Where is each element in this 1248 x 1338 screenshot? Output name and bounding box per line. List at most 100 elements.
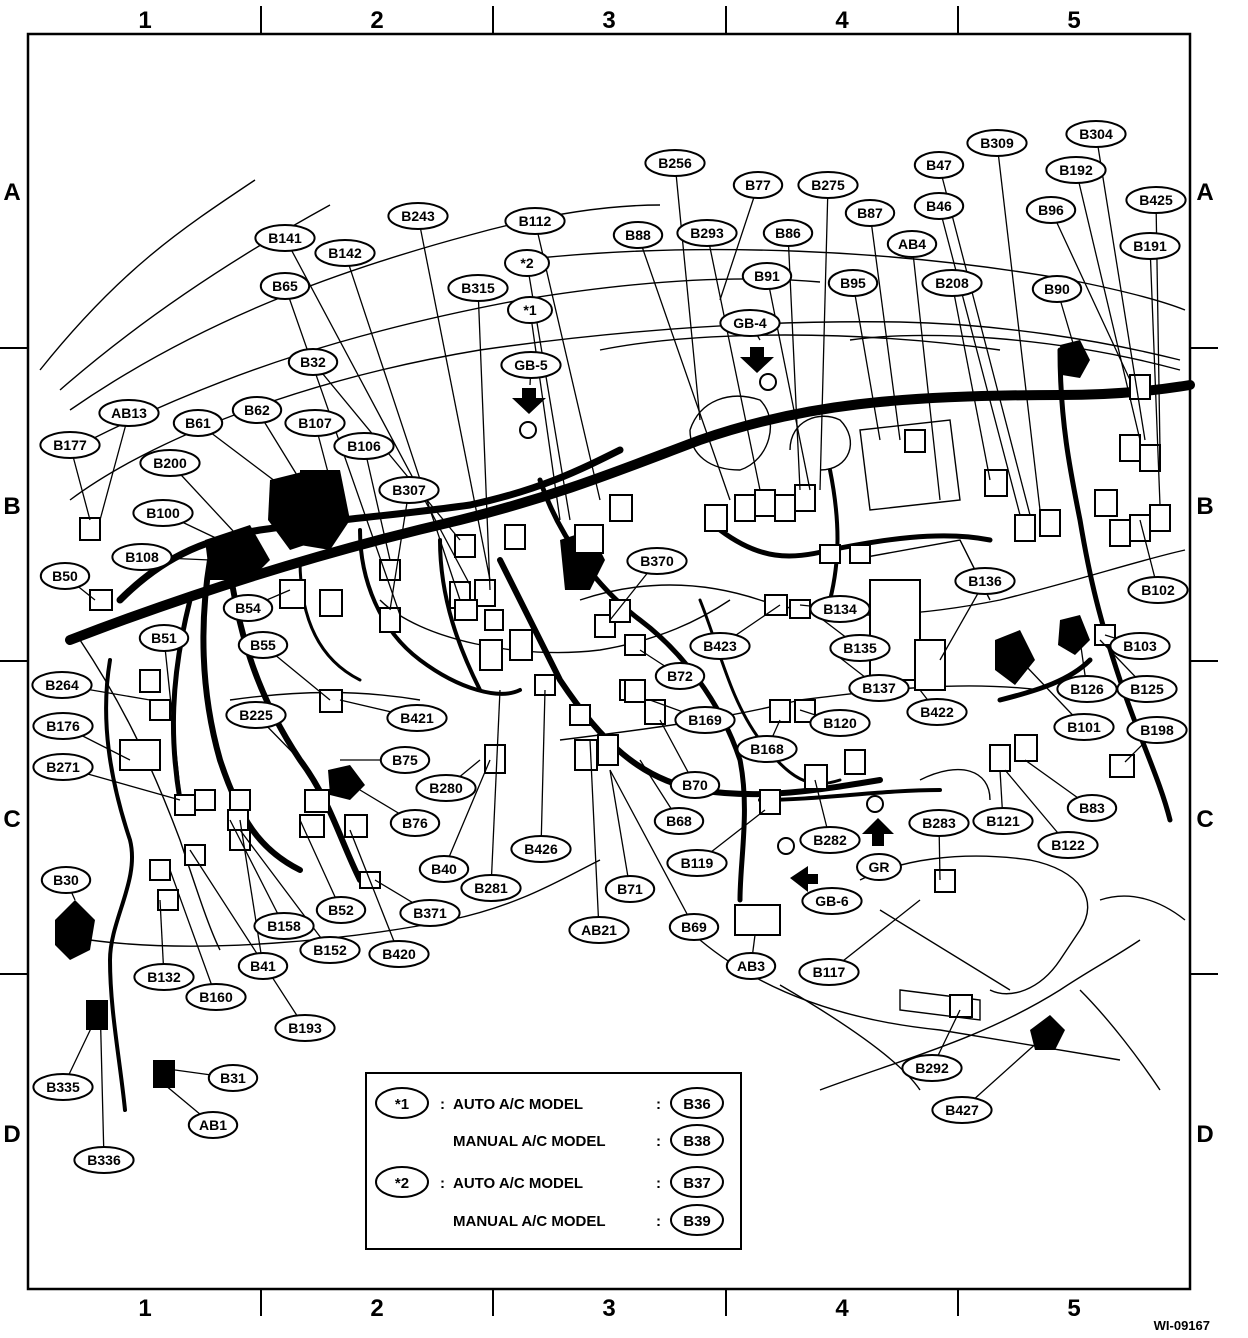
callout-b158: B158	[253, 912, 315, 940]
callout-oval-b100	[132, 499, 194, 527]
row-label-right-A: A	[1196, 179, 1213, 206]
callout-oval-b112	[504, 207, 566, 235]
callout-b121: B121	[972, 807, 1034, 835]
connectors	[79, 374, 1171, 1018]
callout-b46: B46	[913, 192, 965, 220]
leader-b281	[490, 689, 501, 889]
callout-label-b152: B152	[313, 942, 347, 958]
callout-b283: B283	[908, 809, 970, 837]
callout-oval-b121	[972, 807, 1034, 835]
row-label-left-B: B	[3, 493, 20, 520]
legend-colon2-2: :	[656, 1133, 661, 1150]
callout-b31: B31	[207, 1064, 259, 1092]
legend-text-2: MANUAL A/C MODEL	[453, 1133, 606, 1150]
callout-b96: B96	[1025, 196, 1077, 224]
callout-b275: B275	[797, 171, 859, 199]
callout-label-b95: B95	[840, 275, 866, 291]
connector-b335-block	[86, 1000, 108, 1030]
row-label-left-C: C	[3, 806, 20, 833]
callout-b193: B193	[274, 1014, 336, 1042]
callout-label-b96: B96	[1038, 202, 1064, 218]
callout-b50: B50	[39, 562, 91, 590]
callout-b88: B88	[612, 221, 664, 249]
callout-oval-b168	[736, 735, 798, 763]
col-label-bottom-1: 1	[138, 1295, 151, 1322]
callout-oval-b427	[931, 1096, 993, 1124]
callout-label-b102: B102	[1141, 582, 1175, 598]
callout-oval-b107	[284, 409, 346, 437]
callout-label-b55: B55	[250, 637, 276, 653]
callout-b135: B135	[829, 634, 891, 662]
callout-label-b72: B72	[667, 668, 693, 684]
callout-oval-b280	[415, 774, 477, 802]
callout-label-b71: B71	[617, 881, 643, 897]
callout-label-b208: B208	[935, 275, 969, 291]
legend-code-2-oval	[670, 1124, 724, 1156]
callout-oval-b426	[510, 835, 572, 863]
legend-text-1: AUTO A/C MODEL	[453, 1096, 583, 1113]
callout-label-b177: B177	[53, 437, 87, 453]
col-label-top-3: 3	[602, 7, 615, 34]
leader-b41	[239, 819, 264, 967]
callout-label-b132: B132	[147, 969, 181, 985]
callout-oval-b421	[386, 704, 448, 732]
leader-ab13	[99, 412, 130, 521]
callout-oval-b76	[389, 809, 441, 837]
callout-oval-b47	[913, 151, 965, 179]
callout-oval-star1	[507, 296, 553, 324]
callout-oval-b54	[222, 594, 274, 622]
callout-oval-b135	[829, 634, 891, 662]
callout-label-b422: B422	[920, 704, 954, 720]
callout-label-b370: B370	[640, 553, 674, 569]
callout-oval-b275	[797, 171, 859, 199]
callout-label-b335: B335	[46, 1079, 80, 1095]
legend-box: *1 : AUTO A/C MODEL : B36 MANUAL A/C MOD…	[365, 1072, 742, 1250]
callout-label-ab4: AB4	[898, 236, 926, 252]
col-label-bottom-5: 5	[1067, 1295, 1080, 1322]
callout-oval-b282	[799, 826, 861, 854]
leader-b106	[363, 445, 391, 561]
callout-b75: B75	[379, 746, 431, 774]
callout-label-b54: B54	[235, 600, 261, 616]
callout-b335: B335	[32, 1073, 94, 1101]
connector-b76-block	[328, 765, 365, 800]
callout-b136: B136	[954, 567, 1016, 595]
callout-b168: B168	[736, 735, 798, 763]
callout-oval-b141	[254, 224, 316, 252]
leader-b304	[1095, 133, 1146, 441]
callout-label-b119: B119	[681, 855, 714, 871]
callout-label-b423: B423	[703, 638, 737, 654]
callout-label-gb4: GB-4	[733, 315, 767, 331]
callout-label-b77: B77	[745, 177, 771, 193]
leader-b243	[417, 215, 491, 581]
callout-label-b293: B293	[690, 225, 724, 241]
callout-label-b126: B126	[1070, 681, 1104, 697]
callout-oval-b86	[762, 219, 814, 247]
legend-colon2-4: :	[656, 1213, 661, 1230]
callout-label-b62: B62	[244, 402, 270, 418]
callout-oval-star2	[504, 249, 550, 277]
callout-oval-b50	[39, 562, 91, 590]
callout-label-b142: B142	[328, 245, 362, 261]
callout-label-b371: B371	[413, 905, 447, 921]
leader-star1	[529, 309, 561, 521]
callout-label-b76: B76	[402, 815, 428, 831]
callout-b427: B427	[931, 1096, 993, 1124]
callout-label-b31: B31	[220, 1070, 246, 1086]
legend-marker-2: *2	[395, 1175, 409, 1192]
legend-colon-2: :	[440, 1175, 445, 1192]
callout-b271: B271	[32, 753, 94, 781]
legend-code-2: B38	[683, 1133, 711, 1150]
callout-oval-ab13	[98, 399, 160, 427]
row-label-right-B: B	[1196, 493, 1213, 520]
connector-b90-block	[1060, 340, 1090, 378]
callout-b83: B83	[1066, 794, 1118, 822]
callout-label-b275: B275	[811, 177, 845, 193]
leader-b69	[609, 769, 695, 928]
callout-label-b176: B176	[46, 718, 80, 734]
callout-oval-b62	[231, 396, 283, 424]
callout-oval-b264	[31, 671, 93, 699]
leader-b142	[344, 252, 461, 601]
